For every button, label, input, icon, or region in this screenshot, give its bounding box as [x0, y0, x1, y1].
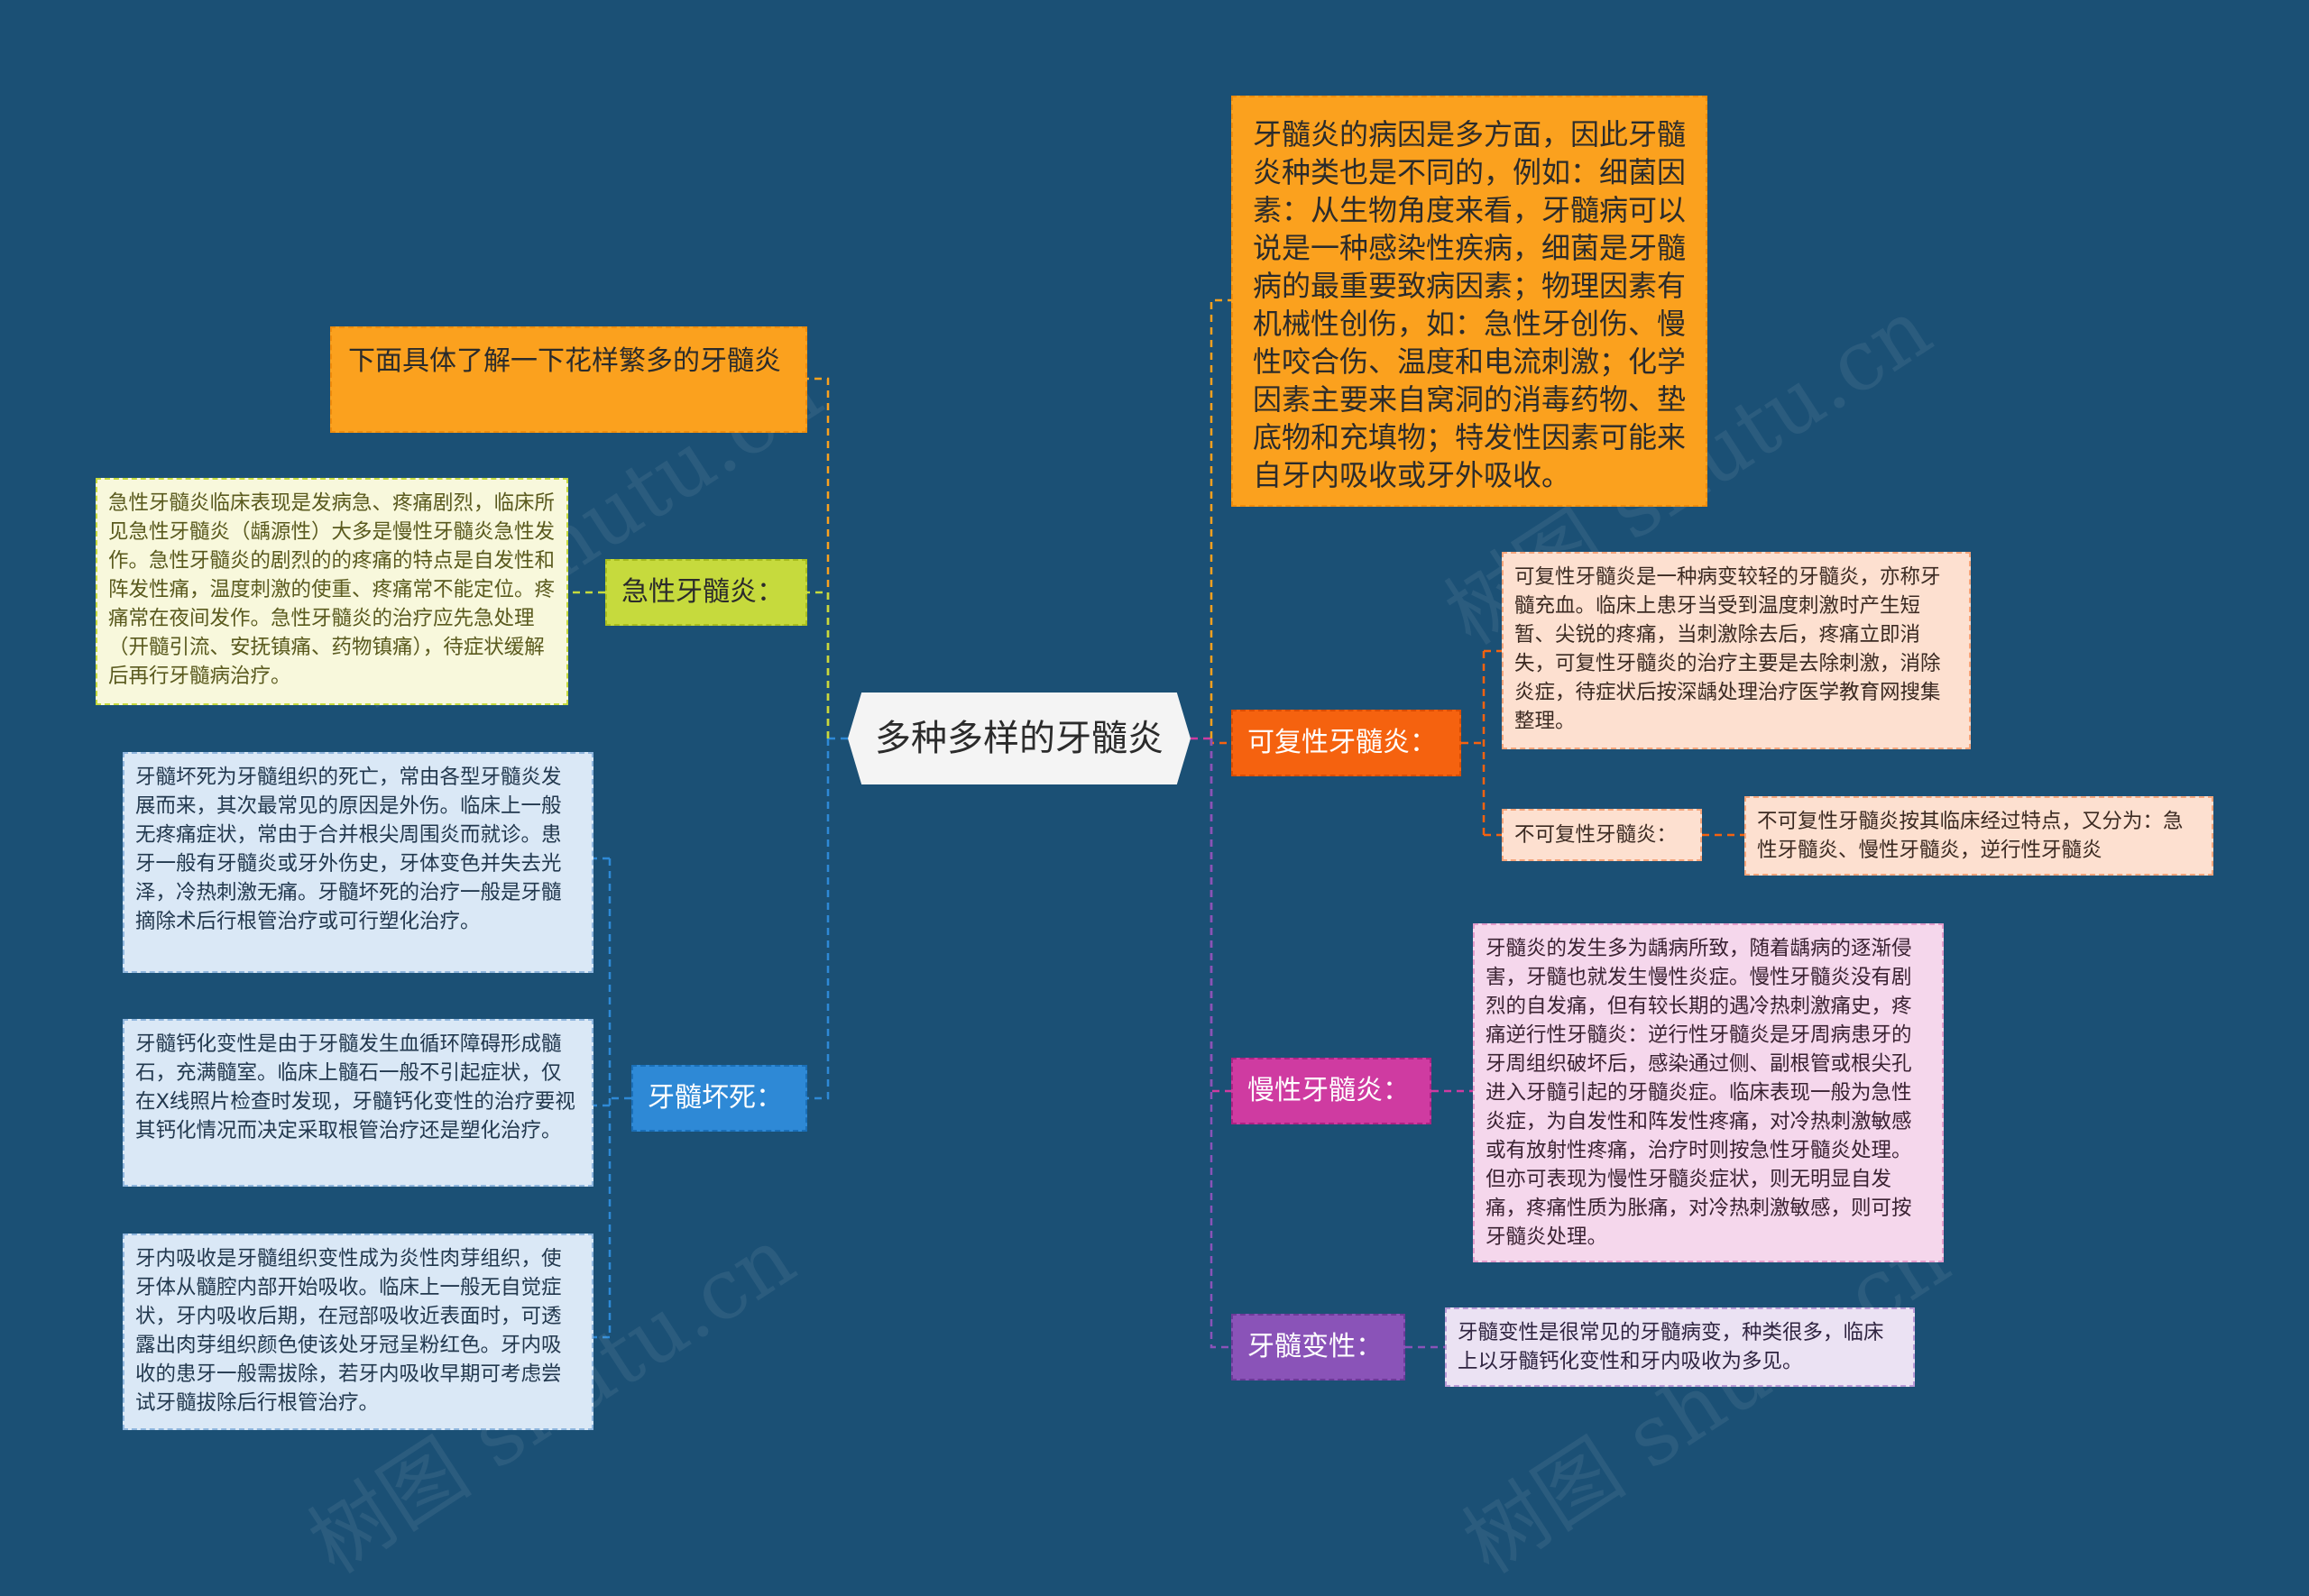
acute-pulpitis-node[interactable]: 急性牙髓炎：: [605, 559, 807, 626]
pulp-necrosis-node[interactable]: 牙髓坏死：: [631, 1065, 807, 1132]
acute-pulpitis-detail[interactable]: 急性牙髓炎临床表现是发病急、疼痛剧烈，临床所见急性牙髓炎（龋源性）大多是慢性牙髓…: [96, 478, 568, 705]
reversible-pulpitis-node[interactable]: 可复性牙髓炎：: [1231, 710, 1461, 776]
chronic-pulpitis-detail[interactable]: 牙髓炎的发生多为龋病所致，随着龋病的逐渐侵害，牙髓也就发生慢性炎症。慢性牙髓炎没…: [1473, 923, 1944, 1262]
irreversible-pulpitis-detail[interactable]: 不可复性牙髓炎按其临床经过特点，又分为：急性牙髓炎、慢性牙髓炎，逆行性牙髓炎: [1744, 796, 2213, 876]
chronic-pulpitis-node[interactable]: 慢性牙髓炎：: [1231, 1058, 1431, 1124]
irreversible-pulpitis-node[interactable]: 不可复性牙髓炎：: [1502, 809, 1702, 861]
pulp-calcification-detail[interactable]: 牙髓钙化变性是由于牙髓发生血循环障碍形成髓石，充满髓室。临床上髓石一般不引起症状…: [123, 1019, 593, 1187]
connector-lines: [568, 298, 1744, 1349]
pulp-necrosis-detail[interactable]: 牙髓坏死为牙髓组织的死亡，常由各型牙髓炎发展而来，其次最常见的原因是外伤。临床上…: [123, 752, 593, 973]
internal-resorption-detail[interactable]: 牙内吸收是牙髓组织变性成为炎性肉芽组织，使牙体从髓腔内部开始吸收。临床上一般无自…: [123, 1234, 593, 1430]
intro-node[interactable]: 下面具体了解一下花样繁多的牙髓炎: [330, 326, 807, 433]
central-topic[interactable]: 多种多样的牙髓炎: [848, 693, 1191, 784]
reversible-pulpitis-detail[interactable]: 可复性牙髓炎是一种病变较轻的牙髓炎，亦称牙髓充血。临床上患牙当受到温度刺激时产生…: [1502, 552, 1971, 749]
pulp-degeneration-node[interactable]: 牙髓变性：: [1231, 1314, 1405, 1380]
pulp-degeneration-detail[interactable]: 牙髓变性是很常见的牙髓病变，种类很多，临床上以牙髓钙化变性和牙内吸收为多见。: [1445, 1307, 1915, 1387]
causes-node[interactable]: 牙髓炎的病因是多方面，因此牙髓炎种类也是不同的，例如：细菌因素：从生物角度来看，…: [1231, 96, 1707, 507]
